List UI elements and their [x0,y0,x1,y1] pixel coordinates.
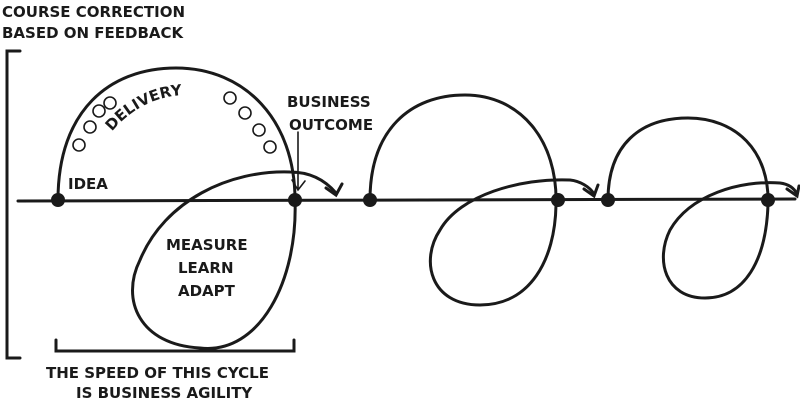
arrowhead-icon [324,182,344,198]
milestone-dot [288,193,302,207]
title-line-2: BASED ON FEEDBACK [2,24,185,42]
milestone-dot [601,193,615,207]
cycle-arrow-icon [72,138,86,152]
cycle-arrow-icon [263,140,277,154]
title-line-1: COURSE CORRECTION [2,3,185,21]
cycle-arrow-icon [92,104,106,118]
idea-label: IDEA [68,175,108,193]
caption-line-1: THE SPEED OF THIS CYCLE [46,364,269,382]
bottom-bracket [54,338,296,353]
cycle-2-loop [368,93,596,307]
arrowhead-icon [582,183,600,199]
milestone-dot [363,193,377,207]
cycle-arrow-icon [223,91,237,105]
caption-line-2: IS BUSINESS AGILITY [76,384,253,402]
feedback-measure: MEASURE [166,236,248,254]
milestone-dot [761,193,775,207]
milestone-dot [51,193,65,207]
milestone-dot [551,193,565,207]
outcome-line-2: OUTCOME [289,116,373,134]
timeline [16,197,797,203]
left-bracket [5,49,22,360]
cycle-1-loop [56,66,338,350]
cycle-arrow-icon [83,120,97,134]
cycle-3-loop [606,116,799,300]
cycle-arrow-icon [238,106,252,120]
cycle-arrow-icon [103,96,117,110]
cycle-arrow-icon [252,123,266,137]
iteration-cycle-icons [72,91,277,154]
feedback-learn: LEARN [178,259,234,277]
outcome-pointer-arrow-icon [291,131,306,192]
arrowhead-icon [785,184,800,199]
milestone-dots [51,193,775,207]
feedback-adapt: ADAPT [178,282,236,300]
outcome-line-1: BUSINESS [287,93,371,111]
